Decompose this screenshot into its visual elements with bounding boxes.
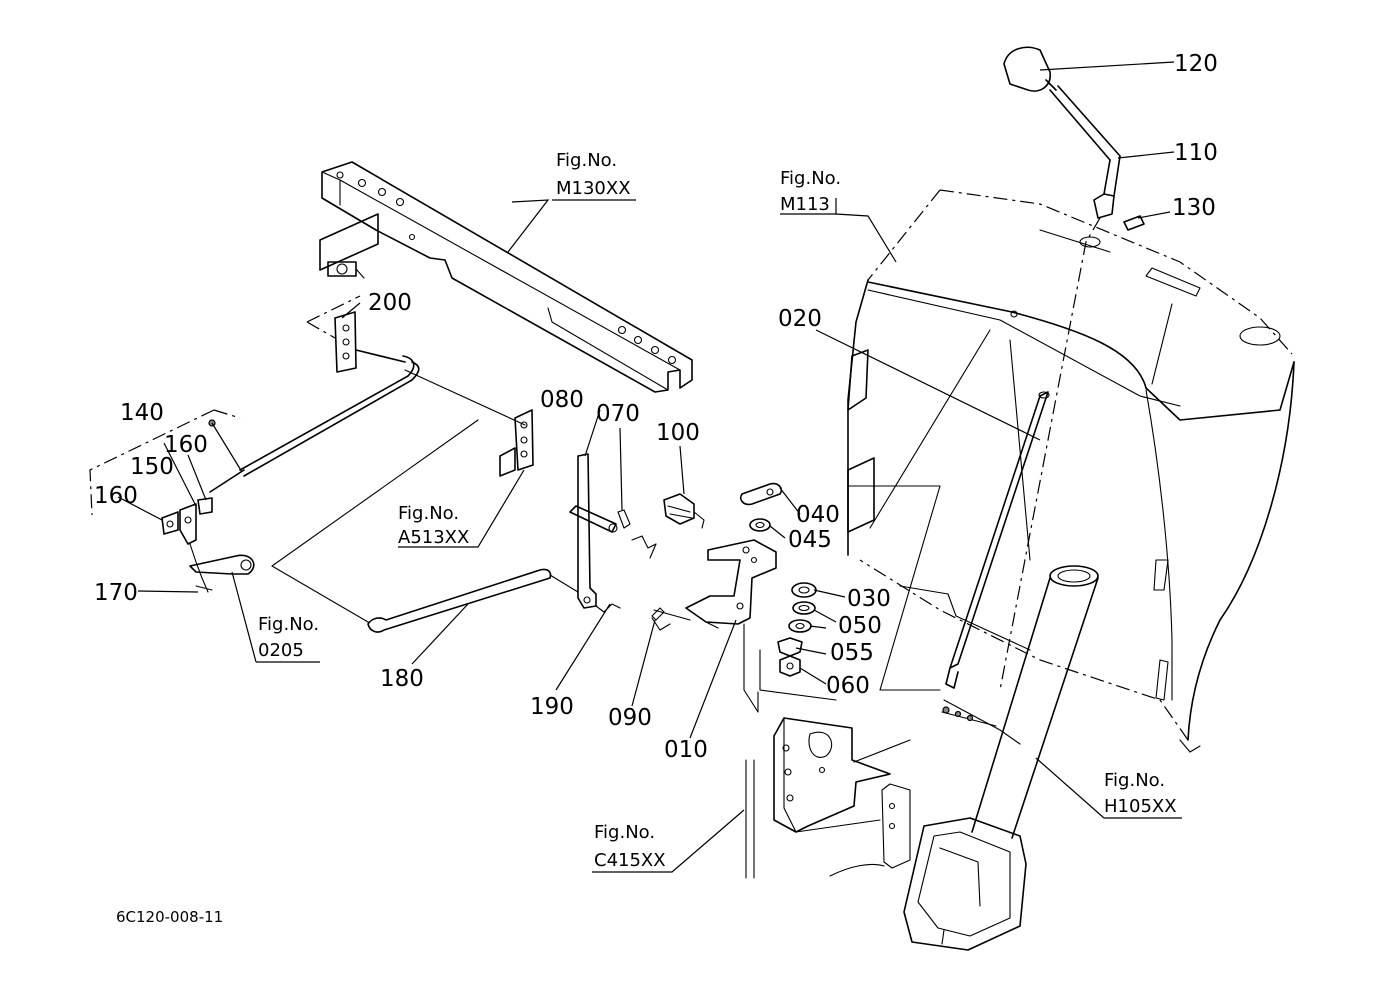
- bracket-200: [306, 295, 406, 373]
- rod-140: [208, 355, 420, 493]
- part-label-045: 045: [788, 527, 832, 553]
- part-label-050: 050: [838, 613, 882, 639]
- part-label-180: 180: [380, 666, 424, 692]
- pin-090: [651, 607, 665, 621]
- fig-label-0205: Fig.No.: [258, 614, 319, 635]
- leader-lines: [117, 61, 1182, 873]
- part-label-150: 150: [130, 454, 174, 480]
- bracket-a513xx: [404, 369, 534, 477]
- knob-100: [663, 493, 705, 529]
- figure-refs: Fig.No. M130XX Fig.No. M113 Fig.No. A513…: [258, 150, 1177, 871]
- hood-rail: [899, 585, 1031, 651]
- hood-section-d: [1009, 339, 1031, 561]
- part-label-120: 120: [1174, 51, 1218, 77]
- fig-label-m130xx: Fig.No.: [556, 150, 617, 171]
- part-label-020: 020: [778, 306, 822, 332]
- hood-rail-2: [943, 699, 1021, 745]
- fig-label-h105xx: Fig.No.: [1104, 770, 1165, 791]
- lever-080: [569, 453, 621, 613]
- fig-label-m113: Fig.No.: [780, 168, 841, 189]
- hood-section-a: [869, 329, 991, 529]
- group-140-dash: [89, 409, 215, 516]
- part-label-030: 030: [847, 586, 891, 612]
- part-label-060: 060: [826, 673, 870, 699]
- fig-code-a513xx: A513XX: [398, 527, 469, 548]
- part-label-160-top: 160: [164, 432, 208, 458]
- rod-180: [367, 568, 579, 633]
- part-label-055: 055: [830, 640, 874, 666]
- rod-020: [945, 391, 1050, 689]
- shift-lever: [999, 46, 1145, 691]
- bolt-strip: [941, 706, 997, 727]
- fig-code-m113: M113: [780, 194, 830, 215]
- part-label-160-left: 160: [94, 483, 138, 509]
- fig-code-h105xx: H105XX: [1104, 796, 1177, 817]
- frame-beam: [319, 161, 693, 393]
- fig-code-0205: 0205: [258, 640, 304, 661]
- part-label-010: 010: [664, 737, 708, 763]
- fig-code-m130xx: M130XX: [556, 178, 631, 199]
- drawing-code: 6C120-008-11: [116, 908, 223, 926]
- part-label-070: 070: [596, 401, 640, 427]
- part-label-100: 100: [656, 420, 700, 446]
- part-label-140: 140: [120, 400, 164, 426]
- steering-column: [903, 565, 1099, 951]
- leader-line-a: [271, 419, 479, 567]
- bracket-010: [651, 539, 777, 631]
- fig-code-c415xx: C415XX: [594, 850, 666, 871]
- part-label-170: 170: [94, 580, 138, 606]
- support-c415xx: [743, 623, 911, 879]
- spring-070: [617, 509, 657, 559]
- hood: [847, 189, 1295, 753]
- part-label-110: 110: [1174, 140, 1218, 166]
- fig-label-a513xx: Fig.No.: [398, 503, 459, 524]
- hood-section-b: [847, 485, 941, 691]
- lever-0205: [189, 554, 255, 591]
- part-label-080: 080: [540, 387, 584, 413]
- part-label-130: 130: [1172, 195, 1216, 221]
- fig-label-c415xx: Fig.No.: [594, 822, 655, 843]
- part-label-200: 200: [368, 290, 412, 316]
- part-label-040: 040: [796, 502, 840, 528]
- leader-line-b: [271, 565, 369, 623]
- part-label-090: 090: [608, 705, 652, 731]
- part-label-190: 190: [530, 694, 574, 720]
- part-labels: 120 110 130 020 040 045 030 050 055 060 …: [94, 51, 1218, 763]
- group-140-dash-top: [213, 409, 241, 419]
- clevis-150: [161, 497, 213, 593]
